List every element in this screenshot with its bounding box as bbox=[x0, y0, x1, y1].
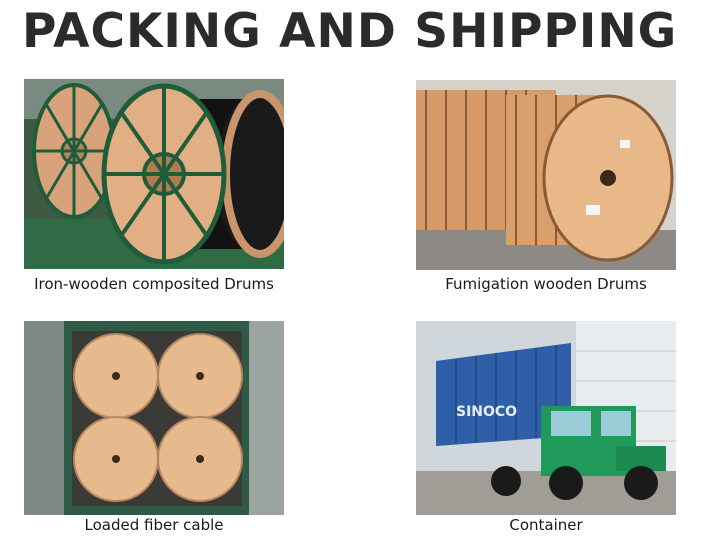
container-logo-text: SINOCO bbox=[456, 404, 517, 420]
photo-fumigation-wooden-drums bbox=[416, 80, 676, 270]
page-title: PACKING AND SHIPPING bbox=[22, 4, 678, 59]
caption-iron-wooden-drums: Iron-wooden composited Drums bbox=[34, 275, 274, 293]
photo-container-truck: SINOCO bbox=[416, 321, 676, 515]
caption-fumigation-wooden-drums: Fumigation wooden Drums bbox=[445, 275, 647, 293]
caption-container: Container bbox=[509, 516, 583, 534]
photo-iron-wooden-drums bbox=[24, 79, 284, 269]
photo-loaded-fiber-cable bbox=[24, 321, 284, 515]
caption-loaded-fiber-cable: Loaded fiber cable bbox=[84, 516, 224, 534]
